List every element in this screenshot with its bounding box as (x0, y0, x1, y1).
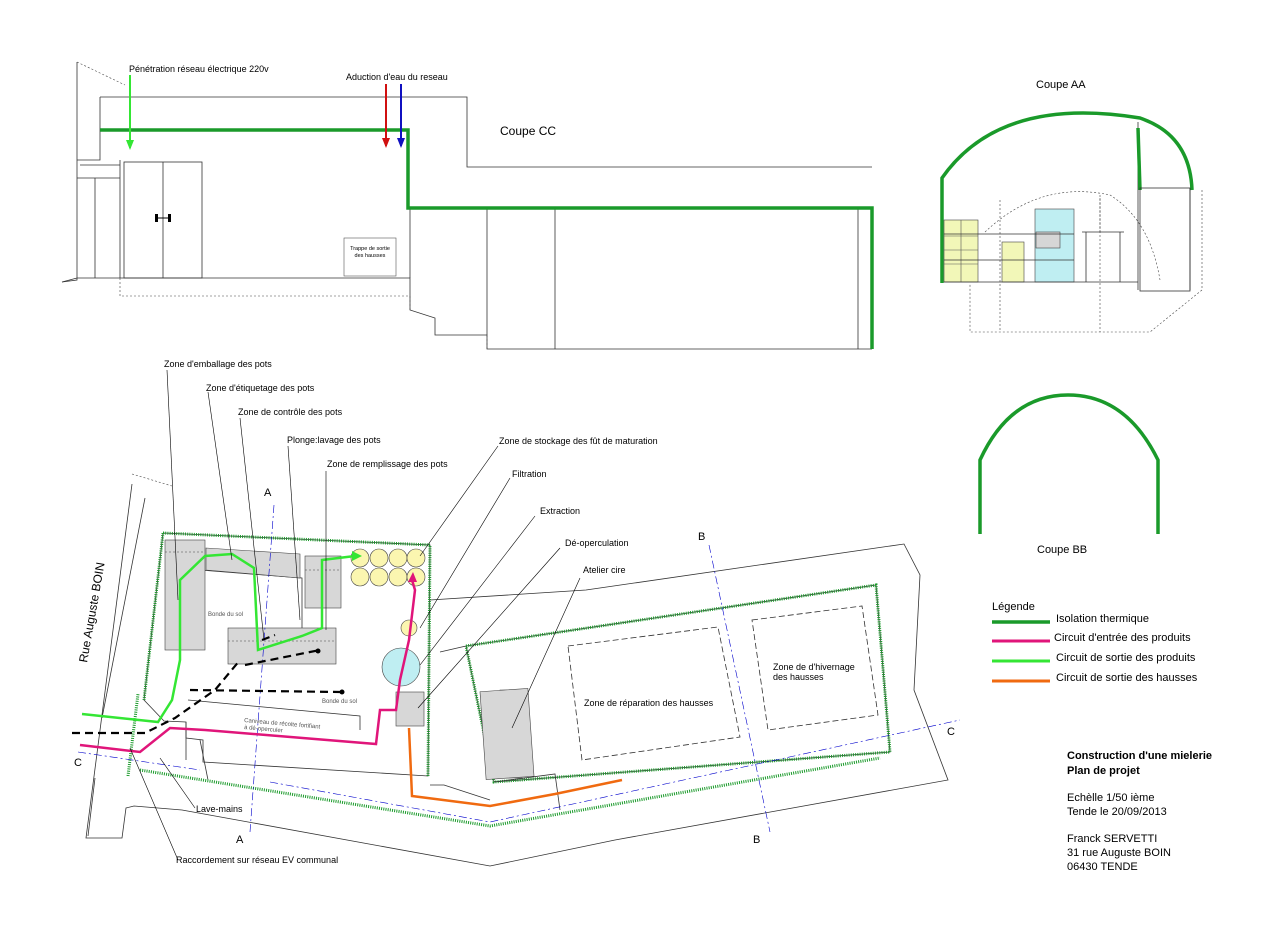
label-remplissage: Zone de remplissage des pots (327, 459, 448, 469)
mark-c-left: C (74, 757, 82, 769)
label-desoperculation: Dé-operculation (565, 538, 629, 548)
title-scale: Echèlle 1/50 ième (1067, 792, 1154, 804)
mark-b-bottom: B (753, 834, 760, 846)
coupe-cc-title: Coupe CC (500, 124, 556, 138)
title-date: Tende le 20/09/2013 (1067, 806, 1167, 818)
label-hivernage-1: Zone de d'hivernage (773, 662, 855, 672)
title-line2: Plan de projet (1067, 765, 1140, 777)
section-cc: Trappe de sortie des hausses Pénétration… (61, 61, 874, 350)
trap-label-2: des hausses (355, 253, 386, 259)
title-block: Construction d'une mielerie Plan de proj… (1067, 750, 1212, 873)
bonde-label-2: Bonde du sol (322, 699, 357, 705)
floor-plan: A A B B C C Bonde du sol Bonde du sol Ca… (72, 359, 961, 867)
label-plonge: Plonge:lavage des pots (287, 435, 381, 445)
coupe-bb-title: Coupe BB (1037, 544, 1087, 556)
legend-title: Légende (992, 601, 1035, 613)
bonde-label-1: Bonde du sol (208, 612, 243, 618)
title-name: Franck SERVETTI (1067, 833, 1157, 845)
title-address: 31 rue Auguste BOIN (1067, 847, 1171, 859)
legend-label-0: Isolation thermique (1056, 613, 1149, 625)
label-lave-mains: Lave-mains (196, 804, 243, 814)
street-label: Rue Auguste BOIN (76, 561, 107, 663)
label-extraction: Extraction (540, 506, 580, 516)
label-raccordement: Raccordement sur réseau EV communal (176, 855, 338, 865)
electric-label: Pénétration réseau électrique 220v (129, 64, 269, 74)
label-hivernage-2: des hausses (773, 672, 824, 682)
legend-label-3: Circuit de sortie des hausses (1056, 672, 1198, 684)
label-etiquetage: Zone d'étiquetage des pots (206, 383, 315, 393)
label-stockage: Zone de stockage des fût de maturation (499, 436, 658, 446)
trap-label-1: Trappe de sortie (350, 246, 390, 252)
label-controle: Zone de contrôle des pots (238, 407, 343, 417)
mark-b-top: B (698, 531, 705, 543)
title-city: 06430 TENDE (1067, 861, 1138, 873)
mark-c-right: C (947, 726, 955, 738)
section-aa: Coupe AA (940, 79, 1203, 333)
section-bb: Coupe BB (978, 393, 1160, 556)
label-emballage: Zone d'emballage des pots (164, 359, 272, 369)
label-atelier: Atelier cire (583, 565, 626, 575)
mark-a-top: A (264, 487, 272, 499)
water-label: Aduction d'eau du reseau (346, 72, 448, 82)
legend: Légende Isolation thermique Circuit d'en… (992, 601, 1198, 684)
legend-label-2: Circuit de sortie des produits (1056, 652, 1196, 664)
label-filtration: Filtration (512, 469, 547, 479)
coupe-aa-title: Coupe AA (1036, 79, 1086, 91)
legend-label-1: Circuit d'entrée des produits (1054, 632, 1191, 644)
barrels (350, 548, 426, 727)
title-line1: Construction d'une mielerie (1067, 750, 1212, 762)
label-reparation: Zone de réparation des hausses (584, 698, 714, 708)
mark-a-bottom: A (236, 834, 244, 846)
caniveau-label-2: à dé-operculer (244, 725, 283, 734)
